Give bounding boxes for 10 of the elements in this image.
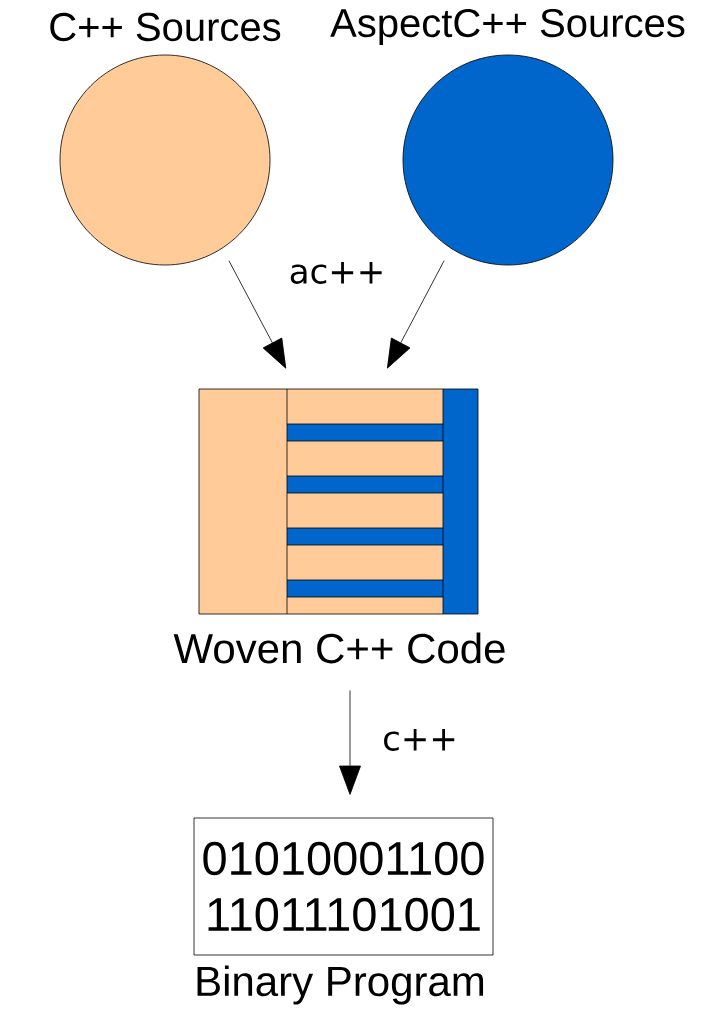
arrow [339, 690, 361, 795]
tool-label: ac++ [290, 262, 382, 284]
binary-box: 01010001100 11011101001 [193, 817, 494, 956]
node-label: Binary Program [197, 965, 484, 1005]
node-label: Woven C++ Code [173, 632, 505, 664]
arrow [387, 260, 445, 369]
heading: AspectC++ Sources [330, 8, 685, 46]
edge-label: c++ [381, 728, 459, 752]
arrow [228, 260, 287, 369]
heading: C++ Sources [50, 12, 281, 42]
